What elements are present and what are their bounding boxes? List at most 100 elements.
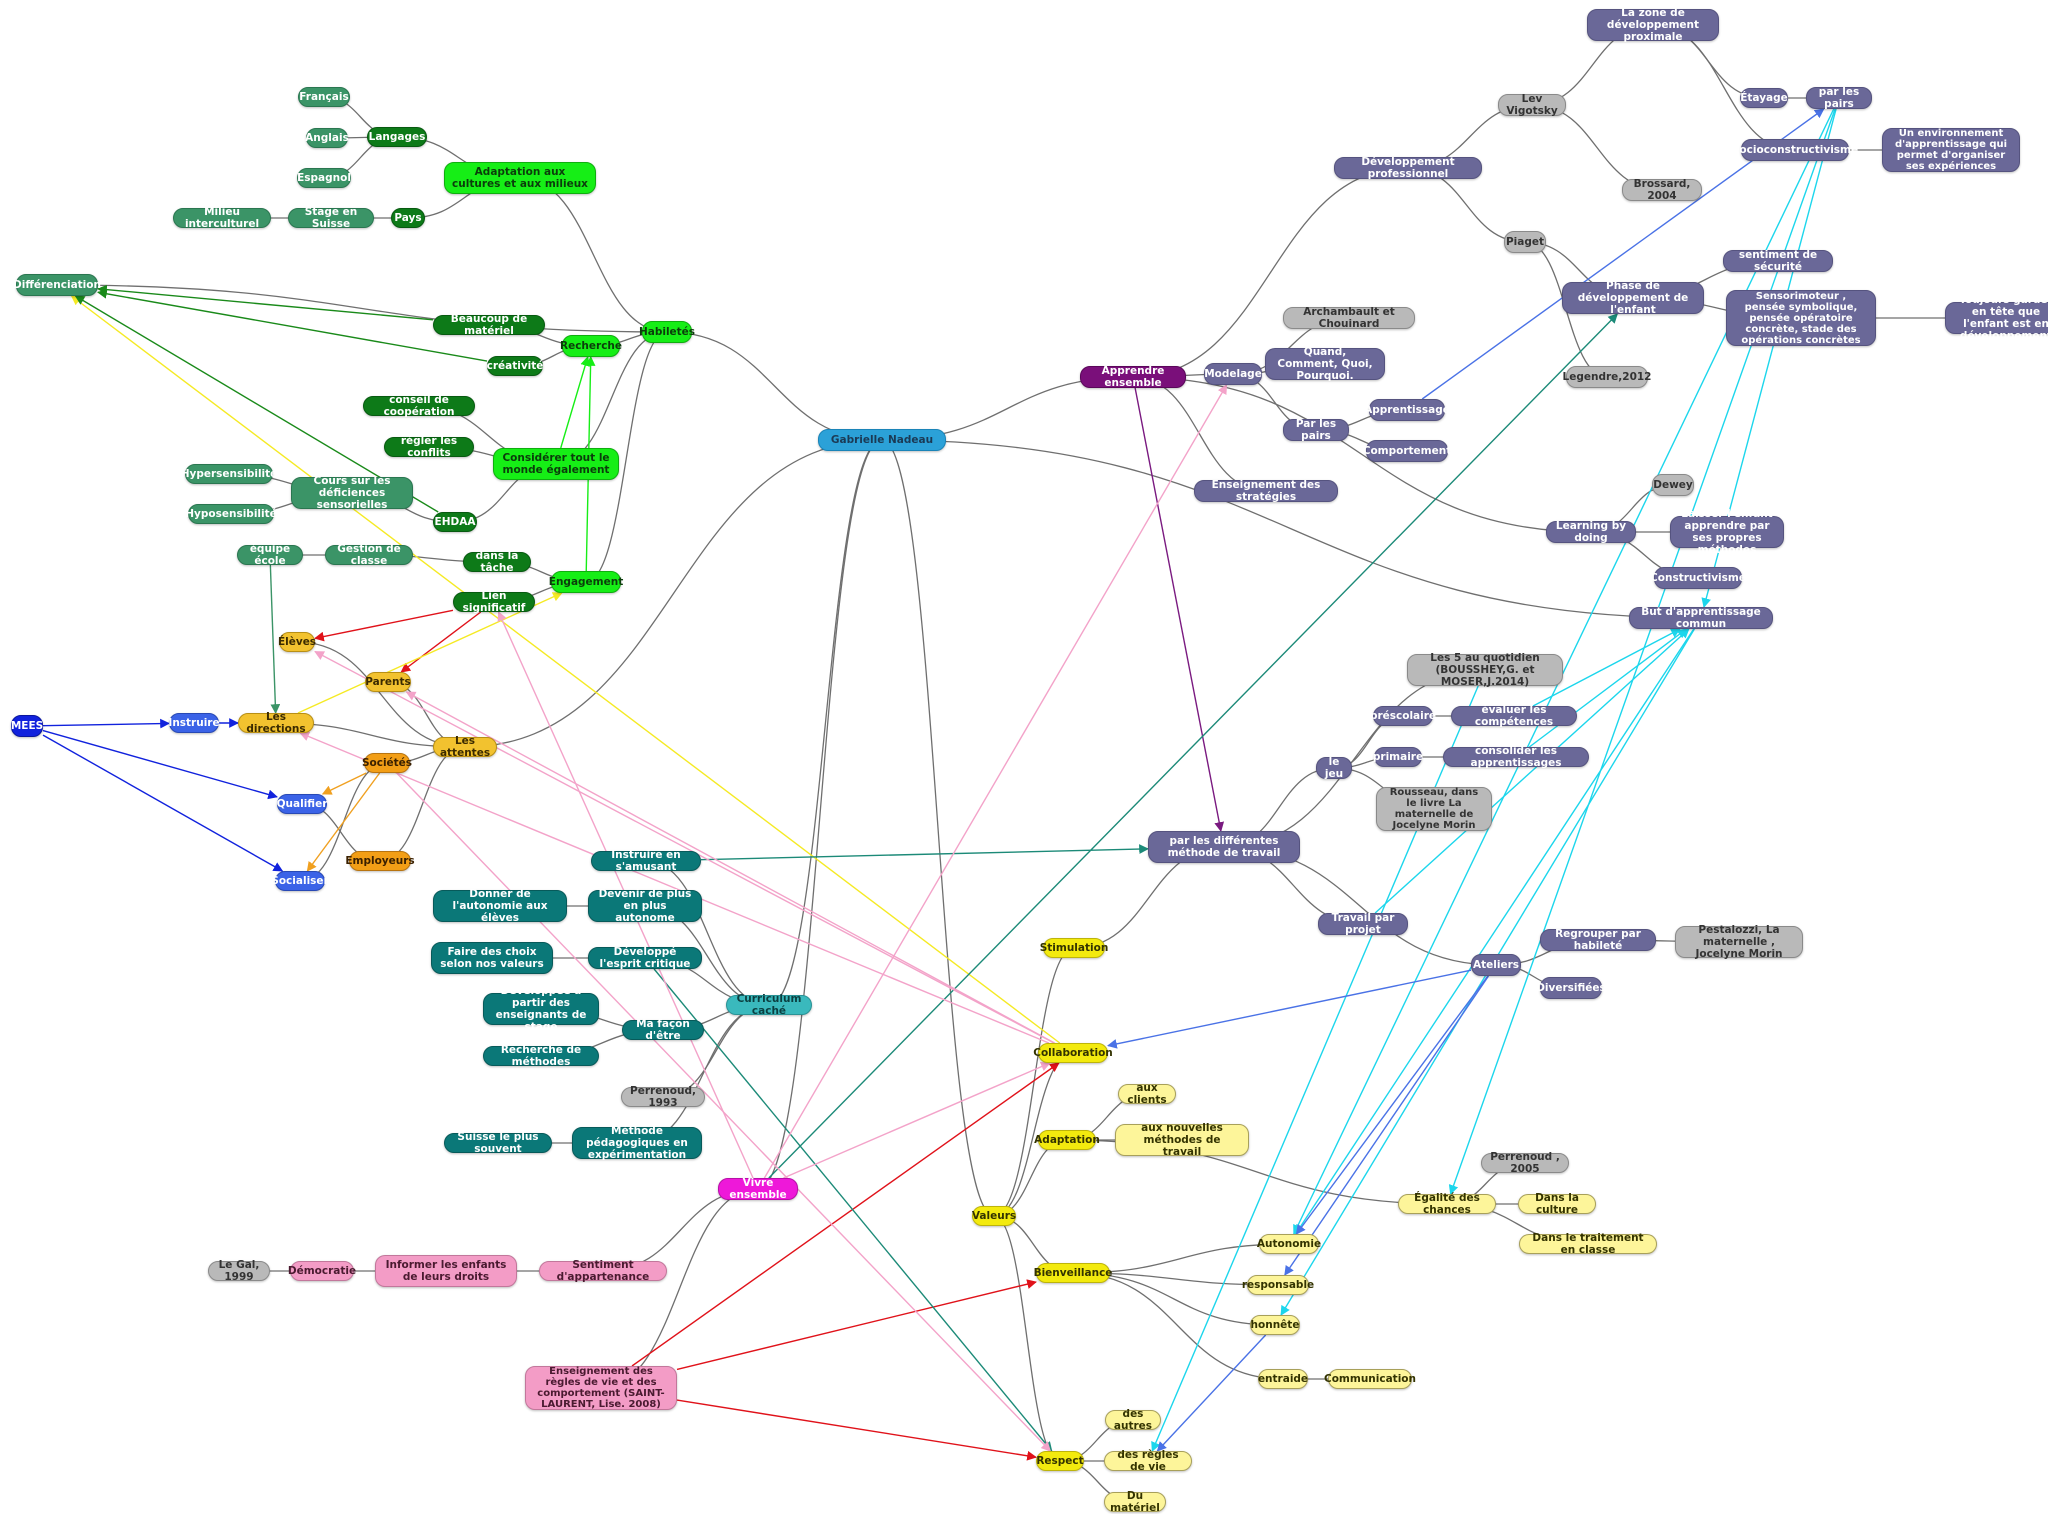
node-laisser[interactable]: Laisser l'enfant apprendre par ses propr…	[1670, 508, 1784, 556]
node-respect[interactable]: Respect	[1036, 1451, 1084, 1471]
node-honnete[interactable]: honnête	[1250, 1315, 1300, 1335]
node-collaboration[interactable]: Collaboration	[1033, 1043, 1113, 1063]
node-sentiment[interactable]: sentiment de sécurité	[1723, 249, 1833, 273]
node-entraide[interactable]: entraide	[1258, 1369, 1308, 1389]
node-devenir[interactable]: Devenir de plus en plus autonome	[588, 888, 702, 924]
node-danstraitement[interactable]: Dans le traitement en classe	[1519, 1232, 1657, 1256]
node-eleves[interactable]: Élèves	[278, 632, 316, 652]
node-mafacon[interactable]: Ma façon d'être	[622, 1018, 704, 1042]
node-travailprojet[interactable]: Travail par projet	[1318, 912, 1408, 936]
node-legendre[interactable]: Legendre,2012	[1563, 366, 1651, 388]
node-anglais[interactable]: Anglais	[305, 128, 349, 148]
node-ehdaa[interactable]: EHDAA	[433, 512, 477, 532]
node-legal[interactable]: Le Gal, 1999	[208, 1259, 270, 1283]
node-egalite[interactable]: Égalité des chances	[1398, 1192, 1496, 1216]
node-perrenoud2005[interactable]: Perrenoud , 2005	[1481, 1151, 1569, 1175]
node-lesattentes[interactable]: Les attentes	[433, 735, 497, 759]
node-espagnol[interactable]: Espagnol	[297, 168, 351, 188]
node-ateliers[interactable]: Ateliers	[1471, 954, 1521, 976]
node-creativite[interactable]: créativité	[487, 356, 543, 376]
node-communication[interactable]: Communication	[1324, 1369, 1416, 1389]
node-recherche[interactable]: Recherche	[560, 335, 622, 357]
node-methode_peda[interactable]: Méthode pédagogiques en expérimentation	[572, 1125, 702, 1161]
node-etayage[interactable]: Étayage	[1740, 88, 1788, 108]
node-beaucoup[interactable]: Beaucoup de matériel	[433, 313, 545, 337]
node-adaptation[interactable]: Adaptation	[1034, 1130, 1100, 1150]
node-danslatache[interactable]: dans la tâche	[463, 550, 531, 574]
node-developpee[interactable]: Développée à partir des enseignants de s…	[483, 985, 599, 1033]
node-piaget[interactable]: Piaget	[1504, 231, 1546, 253]
node-perrenoud1993[interactable]: Perrenoud, 1993	[621, 1085, 705, 1109]
node-pestalozzi[interactable]: Pestalozzi, La maternelle , Jocelyne Mor…	[1675, 924, 1803, 960]
node-equipe[interactable]: équipe école	[237, 543, 303, 567]
node-qualifier[interactable]: Qualifier	[277, 794, 327, 814]
node-quand[interactable]: Quand, Comment, Quoi, Pourquoi.	[1265, 346, 1385, 382]
node-modelage[interactable]: Modelage	[1204, 363, 1262, 385]
node-gestion[interactable]: Gestion de classe	[325, 543, 413, 567]
node-evaluer[interactable]: évaluer les compétences	[1451, 704, 1577, 728]
node-desregles[interactable]: des règles de vie	[1104, 1449, 1192, 1473]
node-responsable[interactable]: responsable	[1242, 1275, 1314, 1295]
node-constructivisme[interactable]: Constructivisme	[1650, 567, 1746, 589]
node-desautres[interactable]: des autres	[1105, 1408, 1161, 1432]
node-vigotsky[interactable]: Lev Vigotsky	[1498, 93, 1566, 117]
node-lesdirections[interactable]: Les directions	[238, 711, 314, 735]
node-pays[interactable]: Pays	[391, 208, 425, 228]
node-valeurs[interactable]: Valeurs	[972, 1206, 1016, 1226]
node-engagement[interactable]: Engagement	[549, 571, 623, 593]
node-adaptation_cult[interactable]: Adaptation aux cultures et aux milieux	[444, 162, 596, 194]
node-instruire[interactable]: Instruire	[168, 713, 220, 733]
node-toujours[interactable]: Toujours garder en tête que l'enfant est…	[1945, 294, 2048, 342]
node-auxnouvelles[interactable]: aux nouvelles méthodes de travail	[1115, 1122, 1249, 1158]
node-parents[interactable]: Parents	[365, 672, 411, 692]
node-pardiff[interactable]: par les différentes méthode de travail	[1148, 831, 1300, 863]
node-les5[interactable]: Les 5 au quotidien (BOUSSHEY,G. et MOSER…	[1407, 652, 1563, 688]
node-considerer[interactable]: Considérer tout le monde également	[493, 448, 619, 480]
node-lejeu[interactable]: le jeu	[1316, 756, 1352, 780]
node-comportement[interactable]: Comportement	[1363, 440, 1451, 462]
node-brossard[interactable]: Brossard, 2004	[1622, 178, 1702, 202]
node-environnement[interactable]: Un environnement d'apprentissage qui per…	[1882, 128, 2020, 172]
node-apprendre[interactable]: Apprendre ensemble	[1080, 365, 1186, 389]
node-informer[interactable]: Informer les enfants de leurs droits	[375, 1255, 517, 1287]
node-devpro[interactable]: Développement professionnel	[1334, 156, 1482, 180]
node-gabrielle[interactable]: Gabrielle Nadeau	[818, 429, 946, 451]
node-parlespairs2[interactable]: Par les pairs	[1283, 418, 1349, 442]
node-differenciation[interactable]: Différenciation	[13, 274, 101, 296]
node-primaire[interactable]: primaire	[1373, 747, 1423, 767]
node-habiletes[interactable]: Habiletés	[639, 321, 695, 343]
node-dewey[interactable]: Dewey	[1652, 474, 1694, 496]
node-milieu[interactable]: Milieu interculturel	[173, 206, 271, 230]
node-socialiser[interactable]: Socialiser	[271, 871, 329, 891]
node-suisse[interactable]: Suisse le plus souvent	[444, 1131, 552, 1155]
node-prescolaire[interactable]: préscolaire	[1370, 706, 1436, 726]
node-hyposens[interactable]: Hyposensibilité	[185, 504, 277, 524]
node-hypersens[interactable]: Hypersensibilité	[181, 464, 277, 484]
node-archambault[interactable]: Archambault et Chouinard	[1283, 306, 1415, 330]
node-rousseau[interactable]: Rousseau, dans le livre La maternelle de…	[1376, 787, 1492, 831]
node-vivre[interactable]: Vivre ensemble	[718, 1177, 798, 1201]
node-cours[interactable]: Cours sur les déficiences sensorielles	[291, 475, 413, 511]
node-faire[interactable]: Faire des choix selon nos valeurs	[431, 942, 553, 974]
node-auxclients[interactable]: aux clients	[1118, 1082, 1176, 1106]
node-stimulation[interactable]: Stimulation	[1040, 938, 1108, 958]
node-enseignement_regles[interactable]: Enseignement des règles de vie et des co…	[525, 1366, 677, 1410]
node-lien[interactable]: Lien significatif	[453, 590, 535, 614]
node-consolider[interactable]: consolider les apprentissages	[1443, 745, 1589, 769]
node-stage[interactable]: Stage en Suisse	[288, 206, 374, 230]
node-but[interactable]: But d'apprentissage commun	[1629, 606, 1773, 630]
node-donner[interactable]: Donner de l'autonomie aux élèves	[433, 888, 567, 924]
node-conseil[interactable]: conseil de coopération	[363, 394, 475, 418]
node-employeurs[interactable]: Employeurs	[345, 851, 415, 871]
node-socio[interactable]: Socioconstructivisme	[1732, 139, 1858, 161]
node-instruire_amusant[interactable]: Instruire en s'amusant	[591, 849, 701, 873]
node-regler[interactable]: régler les conflits	[384, 435, 474, 459]
node-societes[interactable]: Sociétés	[362, 753, 412, 773]
node-mees[interactable]: MEES	[11, 715, 43, 737]
node-apprentissage[interactable]: Apprentissage	[1364, 399, 1450, 421]
node-developpe_esprit[interactable]: Développé l'esprit critique	[588, 946, 702, 970]
node-democratie[interactable]: Démocratie	[288, 1261, 356, 1281]
node-enseignement[interactable]: Enseignement des stratégies	[1194, 479, 1338, 503]
node-zone[interactable]: La zone de développement proximale	[1587, 7, 1719, 43]
node-langages[interactable]: Langages	[367, 127, 427, 147]
